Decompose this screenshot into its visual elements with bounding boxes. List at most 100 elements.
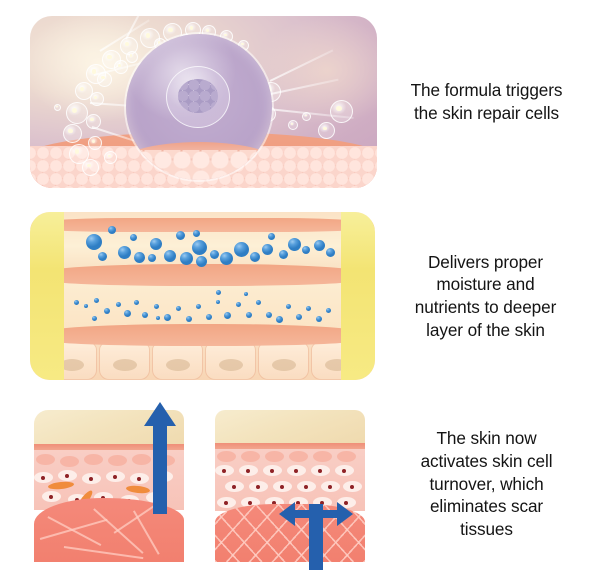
formula-bubble (63, 124, 82, 143)
formula-bubble (302, 112, 311, 121)
formula-bubble (86, 114, 101, 129)
moisture-droplet (130, 234, 137, 241)
moisture-droplet (118, 246, 131, 259)
step-1-figure (0, 16, 377, 188)
skin-cell (337, 451, 356, 462)
upward-arrow-icon (144, 402, 176, 514)
epidermis-layer (215, 443, 365, 511)
moisture-droplet-small (84, 304, 88, 308)
skin-cell (215, 465, 234, 476)
lens-skin-cells (126, 150, 272, 180)
moisture-droplet-small (206, 314, 212, 320)
moisture-droplet (210, 250, 219, 259)
surface-divider (30, 218, 375, 232)
moisture-droplet (192, 240, 207, 255)
moisture-droplet-small (92, 316, 97, 321)
basal-cell-layer (30, 338, 375, 380)
skin-cell (311, 465, 330, 476)
benefit-step-2: Delivers proper moisture and nutrients t… (0, 210, 600, 382)
damaged-skin-block (34, 402, 184, 562)
step-2-caption: Delivers proper moisture and nutrients t… (414, 251, 557, 340)
nucleated-cell-row (215, 497, 365, 511)
formula-bubble (69, 144, 89, 164)
moisture-droplet-small (224, 312, 231, 319)
skin-cell (343, 481, 362, 492)
skin-cell (241, 497, 260, 508)
moisture-droplet (86, 234, 102, 250)
magnified-cell-lens (126, 34, 272, 180)
stratum-corneum-line (34, 444, 184, 450)
layer-divider (30, 324, 375, 346)
moisture-droplet-small (156, 316, 160, 320)
skin-cell (225, 481, 244, 492)
skin-cell (249, 481, 268, 492)
formula-bubble (75, 82, 93, 100)
moisture-droplet (268, 233, 275, 240)
skin-cell (265, 451, 284, 462)
skin-cell (60, 456, 79, 467)
formula-bubble (54, 104, 61, 111)
moisture-droplet-small (124, 310, 131, 317)
moisture-droplet (98, 252, 107, 261)
skin-cell (239, 465, 258, 476)
moisture-droplet-small (296, 314, 302, 320)
collagen-fiber (39, 518, 108, 540)
step-3-figure (0, 402, 377, 570)
formula-bubble (288, 120, 298, 130)
renewed-skin-block (215, 410, 365, 570)
moisture-droplet (250, 252, 260, 262)
moisture-droplet (134, 252, 145, 263)
formula-bubble (318, 122, 335, 139)
moisture-droplet-small (94, 298, 99, 303)
moisture-droplet (234, 242, 249, 257)
step-2-figure (0, 212, 375, 380)
moisture-droplet (148, 254, 156, 262)
moisture-droplet-small (74, 300, 79, 305)
moisture-droplet-small (176, 306, 181, 311)
skin-cell (289, 451, 308, 462)
moisture-droplet-small (286, 304, 291, 309)
skin-cell (263, 465, 282, 476)
formula-bubble (82, 159, 99, 176)
skin-cell (34, 472, 53, 483)
moisture-droplet-small (216, 300, 220, 304)
moisture-droplet-small (116, 302, 121, 307)
moisture-droplet-small (104, 308, 110, 314)
formula-bubble (104, 151, 117, 164)
moisture-droplet-small (186, 316, 192, 322)
skin-cell (132, 454, 151, 465)
collagen-fiber (47, 516, 102, 546)
formula-bubble (66, 102, 88, 124)
moisture-droplet (193, 230, 200, 237)
formula-bubble (114, 60, 128, 74)
skin-cell (108, 455, 127, 466)
basal-cell (99, 342, 150, 380)
formula-bubble (120, 37, 138, 55)
skin-cell (42, 491, 61, 502)
skin-cell (58, 470, 77, 481)
skin-cell (313, 497, 332, 508)
skin-cell (287, 465, 306, 476)
skin-cell (313, 451, 332, 462)
moisture-droplet (164, 250, 176, 262)
benefit-step-3: The skin now activates skin cell turnove… (0, 402, 600, 570)
moisture-droplet-small (326, 308, 331, 313)
skin-cell (241, 451, 260, 462)
moisture-droplet-small (134, 300, 139, 305)
moisture-droplet (108, 226, 116, 234)
step-3-caption: The skin now activates skin cell turnove… (420, 428, 553, 540)
moisture-droplet-small (244, 292, 248, 296)
nucleated-cell-row (215, 465, 365, 479)
moisture-droplet (196, 256, 207, 267)
left-edge-fat-layer (30, 212, 64, 380)
moisture-droplet (150, 238, 162, 250)
collagen-fiber (63, 546, 144, 559)
skin-cell (297, 481, 316, 492)
cell-nucleus (166, 66, 230, 128)
skin-cell (337, 497, 356, 508)
moisture-droplet (180, 252, 193, 265)
nucleated-cell-row (215, 481, 365, 495)
moisture-droplet (302, 246, 310, 254)
formula-bubble (126, 51, 138, 63)
